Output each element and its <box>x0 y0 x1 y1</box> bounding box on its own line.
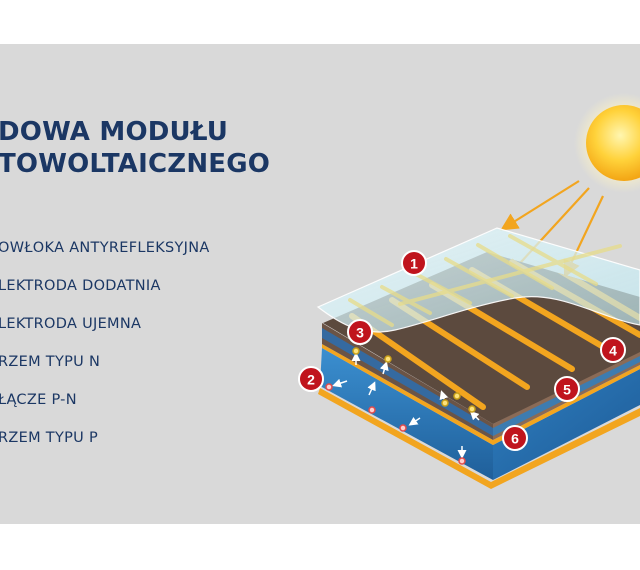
svg-text:6: 6 <box>511 431 519 447</box>
svg-text:5: 5 <box>563 382 571 398</box>
marker-4: 4 <box>600 337 626 363</box>
charge-carrier-dots <box>325 347 476 465</box>
p-type-layer <box>320 348 640 480</box>
marker-5: 5 <box>554 376 580 402</box>
marker-3: 3 <box>347 319 373 345</box>
legend-list: OWŁOKA ANTYREFLEKSYJNA LEKTRODA DODATNIA… <box>0 238 210 466</box>
marker-1: 1 <box>401 250 427 276</box>
legend-item-4: RZEM TYPU N <box>0 354 101 370</box>
pv-module-illustration: 1 2 3 4 5 6 <box>298 93 640 489</box>
marker-2: 2 <box>298 366 324 392</box>
legend-item-6: RZEM TYPU P <box>0 430 99 446</box>
diagram-panel: DOWA MODUŁU TOWOLTAICZNEGO OWŁOKA ANTYRE… <box>0 44 640 524</box>
legend-item-3: LEKTRODA UJEMNA <box>0 316 142 332</box>
title-line-1: DOWA MODUŁU <box>0 117 229 147</box>
legend-item-2: LEKTRODA DODATNIA <box>0 278 161 294</box>
marker-6: 6 <box>502 425 528 451</box>
legend-item-1: OWŁOKA ANTYREFLEKSYJNA <box>0 240 210 256</box>
electron-arrow-icon <box>332 352 480 459</box>
sun-icon <box>574 93 640 193</box>
svg-text:3: 3 <box>356 325 364 341</box>
legend-item-5: ŁĄCZE P-N <box>0 392 77 408</box>
page-title: DOWA MODUŁU TOWOLTAICZNEGO <box>0 116 270 180</box>
svg-text:1: 1 <box>410 256 418 272</box>
svg-text:2: 2 <box>307 372 315 388</box>
pn-junction-layer <box>322 344 640 445</box>
svg-text:4: 4 <box>609 343 617 359</box>
anti-reflective-coating <box>316 227 640 333</box>
title-line-2: TOWOLTAICZNEGO <box>0 149 271 179</box>
